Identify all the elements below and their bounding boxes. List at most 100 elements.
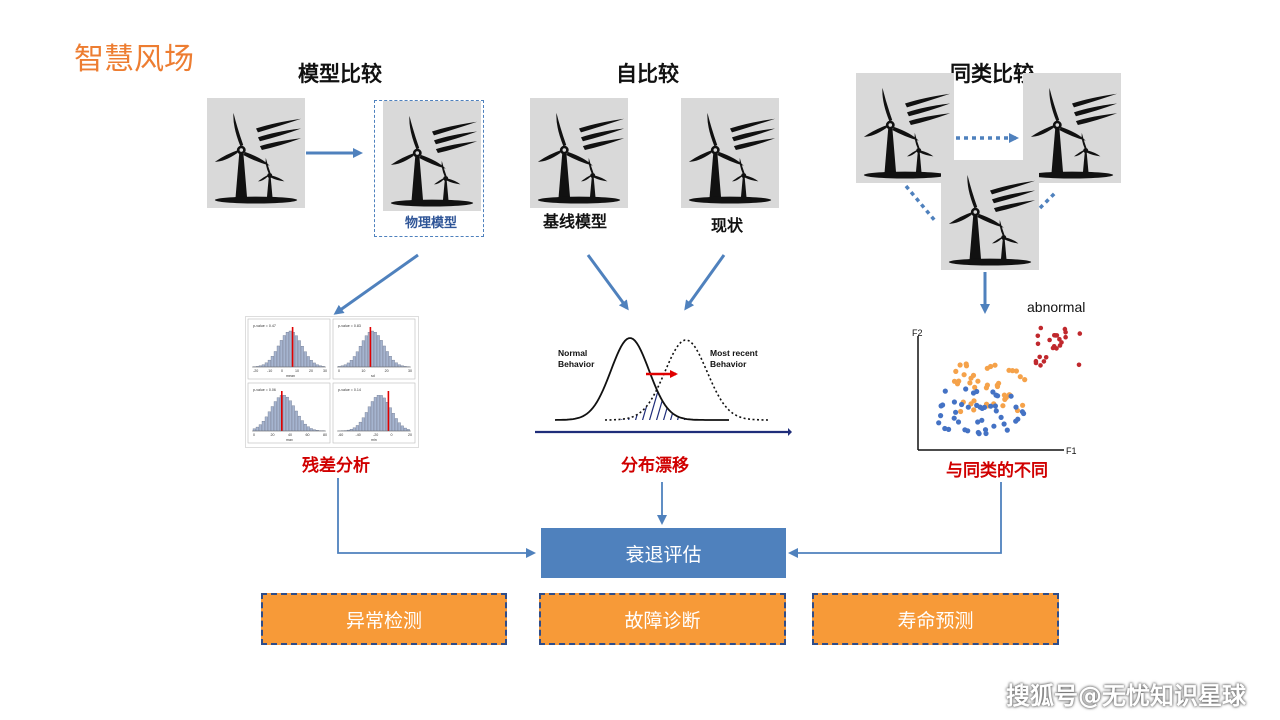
histogram-bar (403, 427, 407, 432)
histogram-bar (255, 426, 259, 432)
histogram-tick: 0 (281, 369, 283, 373)
distribution-drift-chart: Normal Behavior Most recent Behavior (535, 337, 792, 436)
histogram-bar (306, 356, 310, 368)
histogram-bar (297, 340, 301, 368)
histogram-bar (270, 356, 274, 368)
histogram-bar (297, 415, 301, 432)
normal-dot-blue (976, 431, 982, 437)
histogram-bar (264, 362, 268, 368)
residual-analysis-caption: 残差分析 (302, 456, 370, 476)
histogram-bar (397, 364, 401, 368)
peer-difference-caption: 与同类的不同 (946, 461, 1048, 481)
histogram-tick: -10 (267, 369, 272, 373)
histogram-tick: 80 (323, 433, 327, 437)
abnormal-dot (1053, 333, 1058, 338)
section-title-self-compare: 自比较 (616, 61, 679, 86)
abnormal-dot (1050, 345, 1056, 351)
hatch-line (662, 391, 682, 420)
histogram-bar (349, 429, 353, 432)
histogram-tick: 0 (338, 369, 340, 373)
histogram-bar (258, 424, 262, 432)
histogram-bar (370, 330, 374, 368)
histogram-bar (343, 364, 347, 368)
histogram-tick: -40 (356, 433, 361, 437)
histogram-tick: 20 (408, 433, 412, 437)
normal-dot-blue (1008, 393, 1014, 399)
normal-label-2: Behavior (558, 359, 595, 369)
outcome-anomaly-detection: 异常检测 (261, 593, 507, 645)
histogram-bar (300, 346, 304, 368)
histogram-bar (379, 340, 383, 368)
histogram-bar (373, 332, 377, 368)
normal-dot-blue (951, 415, 957, 421)
histogram-bar (358, 421, 362, 432)
hatch-line (616, 391, 626, 420)
abnormal-dot (1037, 354, 1042, 360)
normal-dot-orange (1003, 394, 1009, 401)
abnormal-dot (1035, 341, 1041, 347)
histogram-bar (264, 416, 268, 432)
abnormal-dot (1063, 330, 1068, 335)
histogram-tick: 0 (391, 433, 393, 437)
recent-label-1: Most recent (710, 348, 758, 358)
histogram-bar (279, 340, 283, 368)
histogram-bar (376, 335, 380, 368)
normal-dot-blue (959, 401, 965, 408)
abnormal-dot (1038, 363, 1043, 368)
normal-dot-orange (1013, 368, 1019, 374)
histogram-bar (306, 426, 310, 432)
abnormal-dot (1063, 334, 1068, 340)
hatch-line (740, 360, 758, 422)
histogram-bar (376, 395, 380, 432)
histogram-bar (400, 425, 404, 432)
dotted-line-peer-1-3 (904, 184, 938, 224)
hatch-line (655, 391, 675, 420)
histogram-bar (385, 351, 389, 368)
normal-dot-blue (951, 399, 957, 405)
normal-dot-blue (962, 427, 968, 433)
normal-dot-orange (967, 380, 973, 386)
histogram-bar (300, 420, 304, 432)
arrow-to-residual (333, 253, 419, 315)
scatter-x-label: F1 (1066, 446, 1077, 456)
hatch-line (690, 391, 710, 420)
histogram-tick: 60 (306, 433, 310, 437)
overlap-hatching (616, 360, 758, 422)
histogram-bar (261, 364, 265, 368)
section-title-peer-compare: 同类比较 (950, 61, 1034, 86)
histogram-bar (361, 340, 365, 368)
normal-dot-blue (1013, 404, 1019, 410)
histogram-axis-name: min (371, 438, 377, 442)
normal-dot-blue (938, 403, 944, 409)
normal-dot-orange (992, 362, 998, 368)
abnormal-dot (1057, 343, 1063, 348)
histogram-bar (364, 335, 368, 368)
normal-dot-blue (946, 426, 952, 432)
peer-scatter-plot: F2 F1 abnormal (912, 299, 1085, 456)
normal-behavior-curve (554, 337, 729, 421)
histogram-bar (282, 395, 286, 432)
current-state-caption: 现状 (711, 216, 744, 235)
histogram-bar (252, 428, 256, 432)
histogram-tick: -60 (338, 433, 343, 437)
normal-dot-blue (963, 386, 969, 392)
histogram-tick: 20 (385, 369, 389, 373)
normal-dot-orange (994, 383, 1001, 390)
histogram-bar (391, 359, 395, 368)
normal-dot-blue (979, 405, 985, 411)
histogram-tick: -20 (373, 433, 378, 437)
turbine-tile-physical-model (383, 101, 481, 211)
normal-dot-blue (992, 403, 998, 409)
abnormal-dot (1041, 359, 1047, 364)
hatch-line (620, 391, 640, 420)
outcome-life-prediction: 寿命预测 (812, 593, 1059, 645)
histogram-bar (276, 345, 280, 368)
histogram-bar (273, 401, 277, 432)
normal-dot-blue (974, 402, 980, 408)
normal-dot-orange (1009, 368, 1016, 374)
outcome-fault-diagnosis: 故障诊断 (539, 593, 786, 645)
histogram-bar (285, 396, 289, 432)
histogram-tick: 40 (288, 433, 292, 437)
histogram-pvalue: p-value = 0.83 (338, 324, 361, 328)
